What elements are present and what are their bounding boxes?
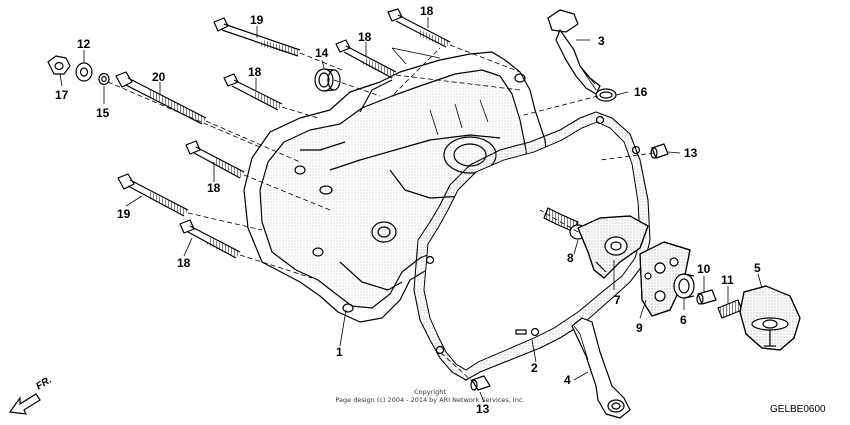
front-arrow-icon xyxy=(8,393,41,415)
callout-18-mid: 18 xyxy=(358,30,372,44)
assembly-guide-lines xyxy=(107,44,655,384)
kick-pinion-cover xyxy=(739,285,801,351)
bolt-20 xyxy=(115,71,207,125)
callout-7: 7 xyxy=(614,293,621,307)
dowel-pin-bottom xyxy=(470,375,491,391)
callout-18-bottom: 18 xyxy=(177,256,191,270)
bolt-18-bottom-left xyxy=(179,219,241,259)
callout-19-top: 19 xyxy=(250,13,264,27)
kickstarter-arm xyxy=(571,317,631,419)
bolt-18-top xyxy=(387,8,451,48)
callout-12: 12 xyxy=(77,37,91,51)
callout-18-left-mid: 18 xyxy=(248,65,262,79)
callout-5: 5 xyxy=(754,261,761,275)
cover-gasket xyxy=(413,111,651,381)
callout-9: 9 xyxy=(636,321,643,335)
copyright-line-2: Page design (c) 2004 - 2014 by ARI Netwo… xyxy=(335,396,525,404)
oil-seal xyxy=(314,68,341,92)
callout-2: 2 xyxy=(531,361,538,375)
callout-19-left: 19 xyxy=(117,207,131,221)
callout-leaders xyxy=(59,17,763,403)
collar-10 xyxy=(696,289,717,305)
spindle-bushing xyxy=(673,273,695,299)
diagram-code: GELBE0600 xyxy=(770,404,826,415)
callout-17: 17 xyxy=(55,88,69,102)
callout-3: 3 xyxy=(598,34,605,48)
callout-8: 8 xyxy=(567,251,574,265)
dowel-pin-top xyxy=(650,143,669,159)
nut-washer-group xyxy=(47,55,110,86)
kickstarter-plate xyxy=(577,215,649,279)
bolt-19-left xyxy=(117,173,189,217)
copyright-line-1: Copyright xyxy=(414,388,446,396)
callout-20: 20 xyxy=(152,70,166,84)
bolt-18-left xyxy=(185,140,245,179)
copyright-notice: Copyright Page design (c) 2004 - 2014 by… xyxy=(335,388,525,404)
bolt-18-left-mid xyxy=(223,73,283,111)
callout-16: 16 xyxy=(634,85,648,99)
callout-13-right: 13 xyxy=(684,146,698,160)
callout-1: 1 xyxy=(336,345,343,359)
callout-10: 10 xyxy=(697,262,711,276)
callout-4: 4 xyxy=(564,373,571,387)
callout-15: 15 xyxy=(96,106,110,120)
bolt-18-mid-top xyxy=(335,39,397,79)
callout-18-top: 18 xyxy=(420,4,434,18)
callout-6: 6 xyxy=(680,313,687,327)
oil-filler-cap xyxy=(547,9,617,102)
bolts xyxy=(115,8,451,259)
right-crankcase-cover xyxy=(243,51,549,323)
bolt-19-top xyxy=(213,17,301,57)
callout-14: 14 xyxy=(315,46,329,60)
callout-13-bottom: 13 xyxy=(476,402,490,416)
spring-11 xyxy=(717,299,743,319)
callout-18-left: 18 xyxy=(207,181,221,195)
callout-11: 11 xyxy=(721,273,734,287)
